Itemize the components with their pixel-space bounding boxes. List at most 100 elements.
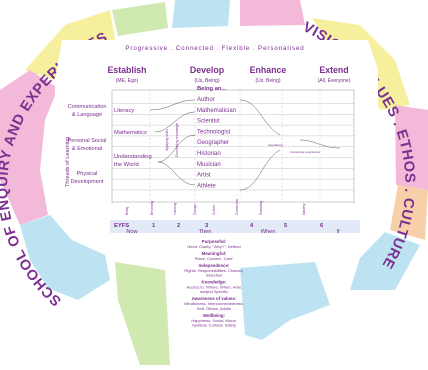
stage-sub-develop: (Us, Being) [194, 78, 219, 84]
ring-blue-bottom-left [20, 215, 110, 300]
sublabel-connecting-knowledge: Connecting knowledge [175, 123, 179, 157]
year-band-bg [110, 220, 360, 233]
quality-detail: subject Specific [200, 289, 228, 294]
stage-sub-establish: (ME, Ego) [116, 78, 139, 84]
tiny-label-change: Change [193, 204, 197, 215]
thread-communication-1: Communication [68, 104, 107, 110]
subject-mathematics: Mathematics [114, 130, 147, 136]
grid [111, 89, 355, 205]
phase-now: Now [126, 229, 138, 235]
quality-detail: Mindfulness, Interconnectedness, [184, 301, 244, 306]
connector-extend [299, 139, 341, 149]
role-historian: Historian [197, 151, 221, 157]
role-technologist: Technologist [197, 129, 231, 135]
thread-personal-1: Personal Social [68, 138, 107, 144]
connector-world-2 [157, 161, 196, 186]
year-4: 4 [250, 223, 254, 229]
ring-green-bottom [115, 262, 170, 365]
year-3: 3 [205, 223, 209, 229]
sublabel-connecting-experiences: Connecting experiences [290, 150, 321, 154]
tagline: Progressive . Connected . Flexible . Per… [125, 45, 304, 52]
ring-pink-top [240, 0, 305, 26]
year-5: 5 [284, 223, 288, 229]
connector-literacy [149, 99, 196, 111]
role-mathematician: Mathematician [197, 108, 236, 114]
phase-when: When [261, 229, 276, 235]
ring-peach-right [390, 185, 428, 240]
role-scientist: Scientist [197, 119, 220, 125]
subject-world-1: Understanding [114, 154, 152, 160]
qualities-list: Purposeful:Need, Clarity, "Why?", Defend… [184, 239, 244, 327]
quality-detail: Selection [206, 273, 222, 278]
inner-panel [55, 40, 378, 235]
quality-title: Knowledge: [202, 280, 227, 285]
role-author: Author [197, 97, 215, 103]
subjects: Literacy Mathematics Understanding the W… [114, 108, 152, 168]
thread-communication-2: & Language [72, 112, 102, 118]
quality-detail: Place, Context, 'Care' [195, 256, 234, 261]
sublabel-applying-skills: Applying skills [165, 129, 169, 151]
quality-title: Independence: [199, 263, 231, 268]
stage-sub-extend: (All, Everyone) [318, 78, 351, 84]
subject-literacy: Literacy [114, 108, 134, 114]
role-geographer: Geographer [197, 140, 229, 146]
year-2: 2 [177, 223, 180, 229]
thread-physical-2: Development [71, 179, 104, 185]
quality-title: Wellbeing: [203, 313, 226, 318]
role-musician: Musician [197, 162, 221, 168]
tiny-label-learning: Learning [173, 202, 177, 215]
connector-world [157, 134, 196, 163]
ring-pink-left [0, 70, 58, 225]
connector-right-bottom [239, 149, 281, 191]
ring-blue-top [172, 0, 230, 28]
tiny-label-connection: Connection [235, 199, 239, 215]
quality-detail: Rights, Responsibilities, Choices, [184, 268, 243, 273]
ring-green-top [112, 2, 168, 36]
phase-if: If [336, 229, 340, 235]
thread-physical-1: Physical [77, 171, 98, 177]
phases: Now Then When If [126, 229, 340, 235]
quality-title: Meaningful: [202, 251, 227, 256]
year-6: 6 [320, 223, 324, 229]
quality-detail: Happiness, Social, Moral, [191, 318, 236, 323]
tiny-label-being: Being [125, 207, 129, 215]
role-artist: Artist [197, 173, 211, 179]
connector-maths [154, 111, 196, 133]
stage-sub-enhance: (Us, Being) [255, 78, 280, 84]
tiny-label-extending: Extending [259, 201, 263, 215]
thread-personal-2: & Emotional [72, 146, 102, 152]
quality-title: Awareness of values: [192, 296, 237, 301]
ring-pink-right [395, 105, 428, 190]
subject-world-2: the World [114, 162, 139, 168]
being-heading: Being an... [197, 86, 227, 92]
quality-detail: Access to: Where, When, How, [186, 285, 241, 290]
roles: AuthorMathematicianScientistTechnologist… [197, 97, 236, 189]
quality-title: Purposeful: [202, 239, 227, 244]
sublabel-specialising: Specialising [268, 143, 283, 147]
connectors [149, 99, 341, 191]
ring-blue-bottom [240, 262, 330, 340]
threads-items: Communication & Language Personal Social… [68, 104, 107, 185]
ring-blue-right [350, 232, 420, 290]
grid-lines [111, 90, 355, 205]
stage-title-develop: Develop [190, 65, 225, 75]
tiny-label-mastery: Mastery [302, 203, 306, 215]
quality-detail: Spiritual, Cultural, Safety [192, 322, 236, 327]
stage-title-enhance: Enhance [250, 65, 287, 75]
year-eyfs: EYFS [114, 223, 129, 229]
tiny-label-becoming: Becoming [150, 201, 154, 215]
phase-then: Then [199, 229, 212, 235]
year-1: 1 [152, 223, 156, 229]
years: EYFS 1 2 3 4 5 6 [114, 223, 324, 229]
stage-title-establish: Establish [107, 65, 146, 75]
sublabels: Applying skills Connecting knowledge Spe… [165, 123, 321, 157]
stage-title-extend: Extend [319, 65, 348, 75]
threads-vertical-label: Threads of Learning [65, 137, 71, 187]
quality-detail: Need, Clarity, "Why?", Defend [187, 244, 240, 249]
role-athlete: Athlete [197, 183, 216, 189]
year-band: EYFS 1 2 3 4 5 6 Now Then When If [110, 220, 360, 235]
quality-detail: Self, Others, Adults [197, 306, 231, 311]
